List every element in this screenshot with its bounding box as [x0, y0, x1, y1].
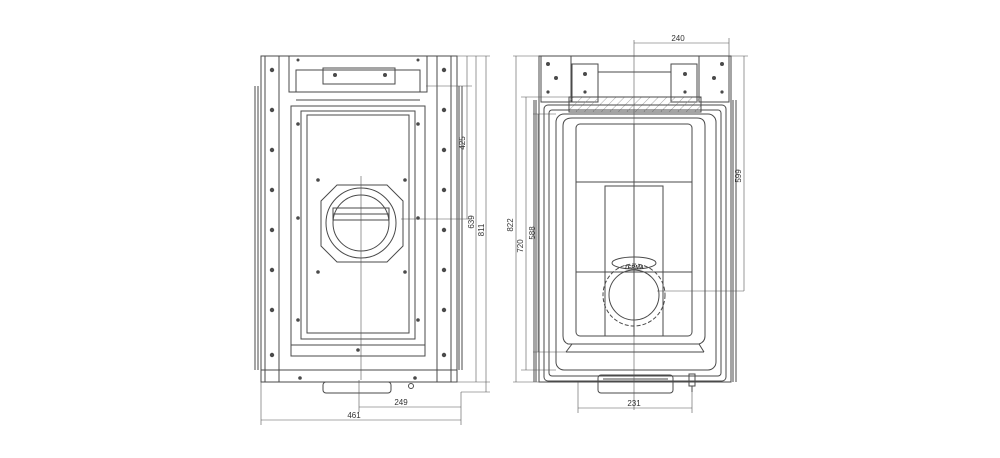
- front-dim-height-total: 811: [477, 223, 486, 236]
- side-housing-outline: [538, 55, 732, 383]
- side-dim-top-width: 240: [671, 34, 685, 43]
- side-top-left-bracket: [540, 55, 572, 103]
- side-view: [533, 40, 744, 410]
- side-dim-depth-inner: 720: [516, 239, 525, 253]
- front-dimensions: [260, 55, 490, 425]
- side-top-right-bracket: [698, 55, 730, 103]
- side-dimensions: [513, 38, 748, 413]
- front-left-rail: [264, 55, 280, 383]
- front-dim-height-upper: 425: [458, 136, 467, 150]
- front-dim-height-mid: 639: [467, 215, 476, 229]
- front-dim-width-total: 461: [347, 411, 361, 420]
- side-outer-wall: [543, 104, 727, 382]
- side-bottom-tray: [597, 374, 674, 394]
- front-dim-offset-bottom: 249: [394, 398, 408, 407]
- front-door-panel: [300, 110, 416, 340]
- side-bolts: [546, 62, 724, 94]
- front-top-connector: [322, 67, 396, 85]
- front-bottom-tray: [322, 381, 392, 394]
- front-view: [254, 55, 472, 394]
- side-dim-bottom-width: 231: [627, 399, 641, 408]
- side-dim-depth-total: 822: [506, 218, 515, 232]
- front-bolts: [269, 58, 447, 380]
- side-brand-label: TERMA: [624, 265, 644, 271]
- front-flue-outlet: [320, 184, 404, 263]
- front-inner-frame: [290, 105, 426, 357]
- side-dim-depth-chamber: 588: [528, 226, 537, 240]
- side-dim-right-height: 599: [734, 169, 743, 183]
- front-top-block: [288, 55, 428, 93]
